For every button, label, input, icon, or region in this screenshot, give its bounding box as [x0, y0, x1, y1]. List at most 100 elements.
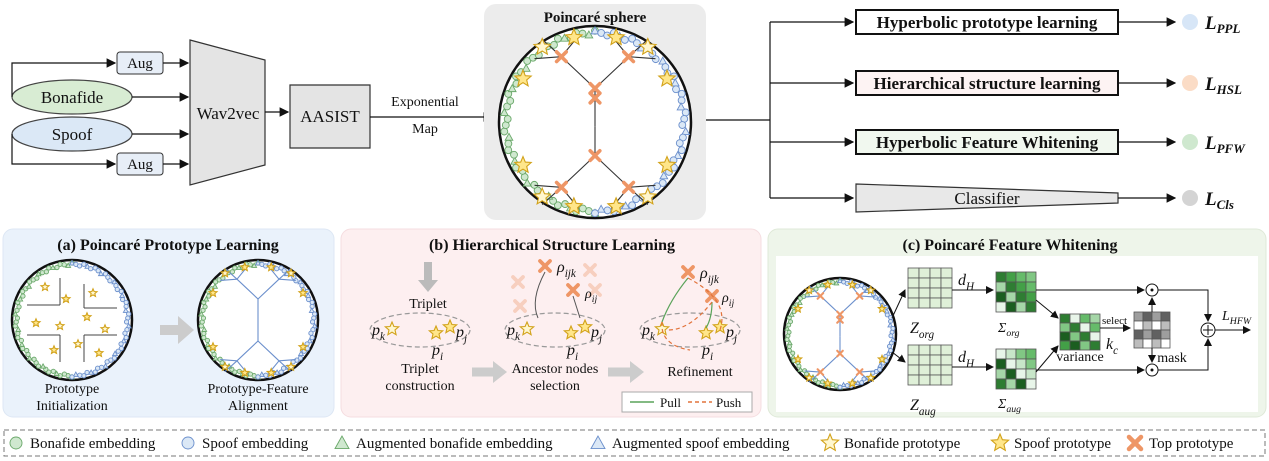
augmented-spoof-triangle-icon: [659, 171, 669, 180]
matrix-cell: [1025, 271, 1037, 283]
bonafide-embedding-circle-icon: [61, 262, 67, 268]
mask-label: mask: [1157, 351, 1187, 366]
triplet-ellipse: [369, 312, 471, 348]
bonafide-embedding-circle-icon: [20, 293, 26, 299]
sphere-c: [782, 276, 898, 392]
prototype-star-icon: [804, 372, 815, 383]
push-label: Push: [716, 395, 742, 410]
sigma-org-matrix: [995, 271, 1037, 313]
bonafide-embedding-circle-icon: [530, 180, 539, 189]
prototype-star-icon: [265, 261, 277, 272]
bonafide-embedding-circle-icon: [506, 96, 515, 105]
matrix-cell: [918, 344, 931, 356]
augmented-spoof-triangle-icon: [877, 362, 884, 368]
select-label: select: [1102, 315, 1127, 327]
top-prototype-cross-icon: [681, 265, 695, 279]
matrix-cell: [929, 354, 942, 366]
matrix-cell: [940, 297, 953, 309]
prototype-star-icon: [39, 281, 51, 292]
prototype-star-icon: [513, 155, 533, 174]
bonafide-embedding-circle-icon: [229, 269, 235, 275]
prototype-star-icon: [822, 279, 833, 290]
bonafide-embedding-circle-icon: [200, 315, 207, 321]
matrix-cell: [1160, 329, 1171, 340]
prototype-star-icon: [265, 367, 277, 378]
legend-item-1: Spoof embedding: [181, 436, 309, 452]
matrix-cell: [940, 344, 953, 356]
push-line: [661, 321, 691, 351]
spoof-embedding-circle-icon: [677, 89, 686, 98]
augmented-bonafide-triangle-icon: [53, 370, 60, 377]
spoof-embedding-circle-icon: [114, 286, 120, 293]
matrix-cell: [907, 277, 920, 289]
spoof-embedding-circle-icon: [681, 108, 690, 117]
augmented-bonafide-triangle-icon: [17, 295, 24, 302]
branch-label: Hyperbolic Feature Whitening: [876, 133, 1099, 152]
ancestor-cross-icon: [511, 275, 525, 289]
spoof-embedding-circle-icon: [628, 34, 637, 43]
legend-item-6: Top prototype: [1126, 434, 1234, 452]
variance-matrix: [1059, 313, 1101, 351]
matrix-cell: [918, 354, 931, 366]
prototype-star-icon: [207, 287, 219, 298]
matrix-cell: [1025, 301, 1037, 313]
prototype-star-icon: [804, 284, 815, 295]
matrix-cell: [1089, 322, 1101, 333]
bonafide-embedding-circle-icon: [204, 337, 210, 344]
spoof-embedding-circle-icon: [591, 209, 599, 218]
augmented-spoof-triangle-icon: [254, 259, 262, 266]
sphere-a-align: [196, 258, 320, 382]
prototype-star-icon: [638, 186, 658, 206]
augmented-bonafide-triangle-icon: [12, 310, 19, 317]
matrix-cell: [1069, 331, 1081, 342]
bonafide-embedding-circle-icon: [24, 347, 30, 354]
prototype-star-icon: [847, 279, 858, 290]
matrix-cell: [929, 344, 942, 356]
sigma-aug-matrix: [995, 348, 1037, 390]
loss-dot-icon: [1182, 190, 1198, 206]
spoof-embedding-circle-icon: [81, 373, 87, 379]
matrix-cell: [940, 287, 953, 299]
bonafide-embedding-circle-icon: [503, 115, 512, 123]
prototype-star-icon: [562, 324, 580, 340]
prototype-star-icon: [564, 196, 584, 215]
matrix-cell: [1160, 320, 1171, 331]
spoof-embedding-circle-icon: [308, 330, 314, 336]
matrix-cell: [1133, 338, 1144, 349]
augmented-bonafide-triangle-icon: [211, 283, 219, 289]
prototype-star-icon: [865, 372, 876, 383]
bonafide-embedding-circle-icon: [788, 319, 794, 325]
prototype-star-icon: [876, 353, 888, 364]
augmented-bonafide-triangle-icon: [235, 264, 243, 270]
panel-b-bg: [340, 228, 762, 418]
exp-map-label-2: Map: [412, 122, 438, 137]
top-prototype-icon: [1126, 434, 1144, 452]
matrix-cell: [1005, 368, 1017, 380]
spoof-embedding-circle-icon: [632, 195, 640, 204]
z-org-matrix: [907, 267, 953, 309]
tree-edge: [220, 359, 238, 362]
augmented-bonafide-triangle-icon: [499, 107, 509, 116]
matrix-cell: [940, 277, 953, 289]
spoof-embedding-circle-icon: [678, 121, 687, 129]
prototype-star-icon: [657, 68, 677, 87]
branch-box: [855, 9, 1119, 35]
matrix-cell: [1015, 301, 1027, 313]
sphere-a-init: [10, 258, 134, 382]
caption-init-2: Initialization: [36, 399, 108, 414]
bonafide-embedding-circle-icon: [830, 381, 836, 387]
push-line: [667, 301, 713, 331]
matrix-cell: [1069, 313, 1081, 324]
prototype-star-icon: [657, 155, 677, 174]
spoof-embedding-circle-icon: [95, 365, 101, 371]
augmented-spoof-triangle-icon: [306, 337, 313, 344]
ancestor-cross-icon: [566, 283, 580, 297]
top-prototype-cross-icon: [588, 81, 602, 95]
augmented-spoof-triangle-icon: [676, 102, 686, 111]
caption-init-1: Prototype: [45, 382, 99, 397]
matrix-cell: [1059, 331, 1071, 342]
bonafide-embedding-circle-icon: [43, 269, 49, 275]
prototype-star-icon: [606, 196, 626, 215]
prototype-star-icon: [60, 293, 72, 304]
